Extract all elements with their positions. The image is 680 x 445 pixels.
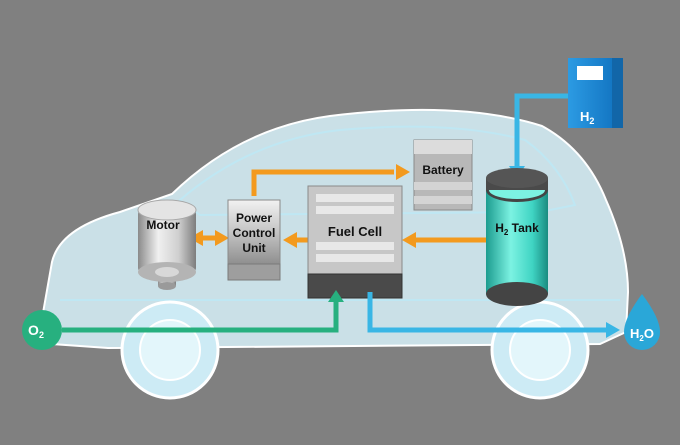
power-control-unit: Power Control Unit [227,199,281,281]
oxygen-label: O2 [28,322,44,340]
water-output-drop: H2O [624,294,660,350]
motor: Motor [137,199,197,290]
water-exhaust-line [367,292,620,338]
front-wheel [120,300,220,400]
hydrogen-tank: H2 Tank [486,168,548,306]
station-label: H2 [580,109,594,126]
battery: Battery [413,139,473,211]
pcu-label-line2: Control [233,226,276,240]
fuel-cell-label: Fuel Cell [328,224,382,239]
battery-label: Battery [422,163,464,177]
pcu-label-line1: Power [236,211,272,225]
oxygen-input-badge: O2 [22,310,62,350]
hydrogen-station: H2 [568,58,623,128]
oxygen-intake-line [62,290,344,333]
rear-wheel [490,300,590,400]
motor-label: Motor [146,218,180,232]
pcu-label-line3: Unit [242,241,265,255]
fuel-cell: Fuel Cell [307,185,403,299]
tank-label: H2 Tank [495,221,539,237]
water-label: H2O [630,326,654,343]
